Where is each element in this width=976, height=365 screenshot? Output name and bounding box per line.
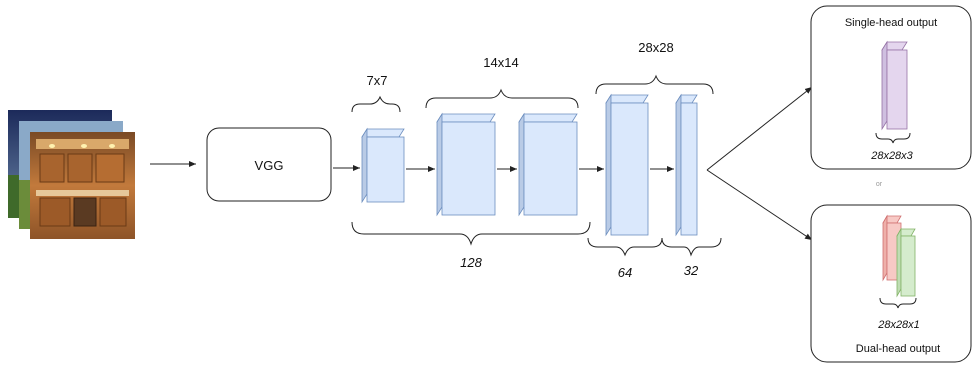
input-photo-kitchen — [30, 132, 135, 239]
single-head-tensor — [882, 42, 907, 129]
dual-head-output-box: 28x28x1 Dual-head output — [811, 205, 971, 362]
input-image-stack — [8, 110, 135, 239]
single-head-title: Single-head output — [845, 17, 937, 29]
block-14x14-b — [519, 114, 577, 215]
brace-7x7 — [352, 97, 400, 112]
dual-head-dims: 28x28x1 — [877, 319, 920, 331]
label-7x7: 7x7 — [367, 73, 388, 88]
brace-64 — [588, 238, 662, 255]
vgg-label: VGG — [255, 158, 284, 173]
arrow-to-dual-head — [707, 170, 812, 240]
label-128: 128 — [460, 255, 482, 270]
label-64: 64 — [618, 265, 632, 280]
brace-14x14 — [426, 90, 578, 108]
arrow-to-single-head — [707, 87, 812, 170]
block-28x28-b — [676, 95, 697, 235]
label-14x14: 14x14 — [483, 55, 518, 70]
or-separator: or — [876, 181, 883, 188]
brace-32 — [662, 238, 721, 255]
label-28x28: 28x28 — [638, 40, 673, 55]
block-14x14-a — [437, 114, 495, 215]
single-head-dims: 28x28x3 — [870, 150, 913, 162]
block-7x7 — [362, 129, 404, 202]
brace-128 — [352, 222, 590, 244]
single-head-output-box: Single-head output 28x28x3 — [811, 6, 971, 169]
dual-head-title: Dual-head output — [856, 343, 940, 355]
label-32: 32 — [684, 263, 699, 278]
dual-head-tensor-green — [897, 229, 915, 296]
brace-28x28 — [596, 76, 713, 94]
block-28x28-a — [606, 95, 648, 235]
